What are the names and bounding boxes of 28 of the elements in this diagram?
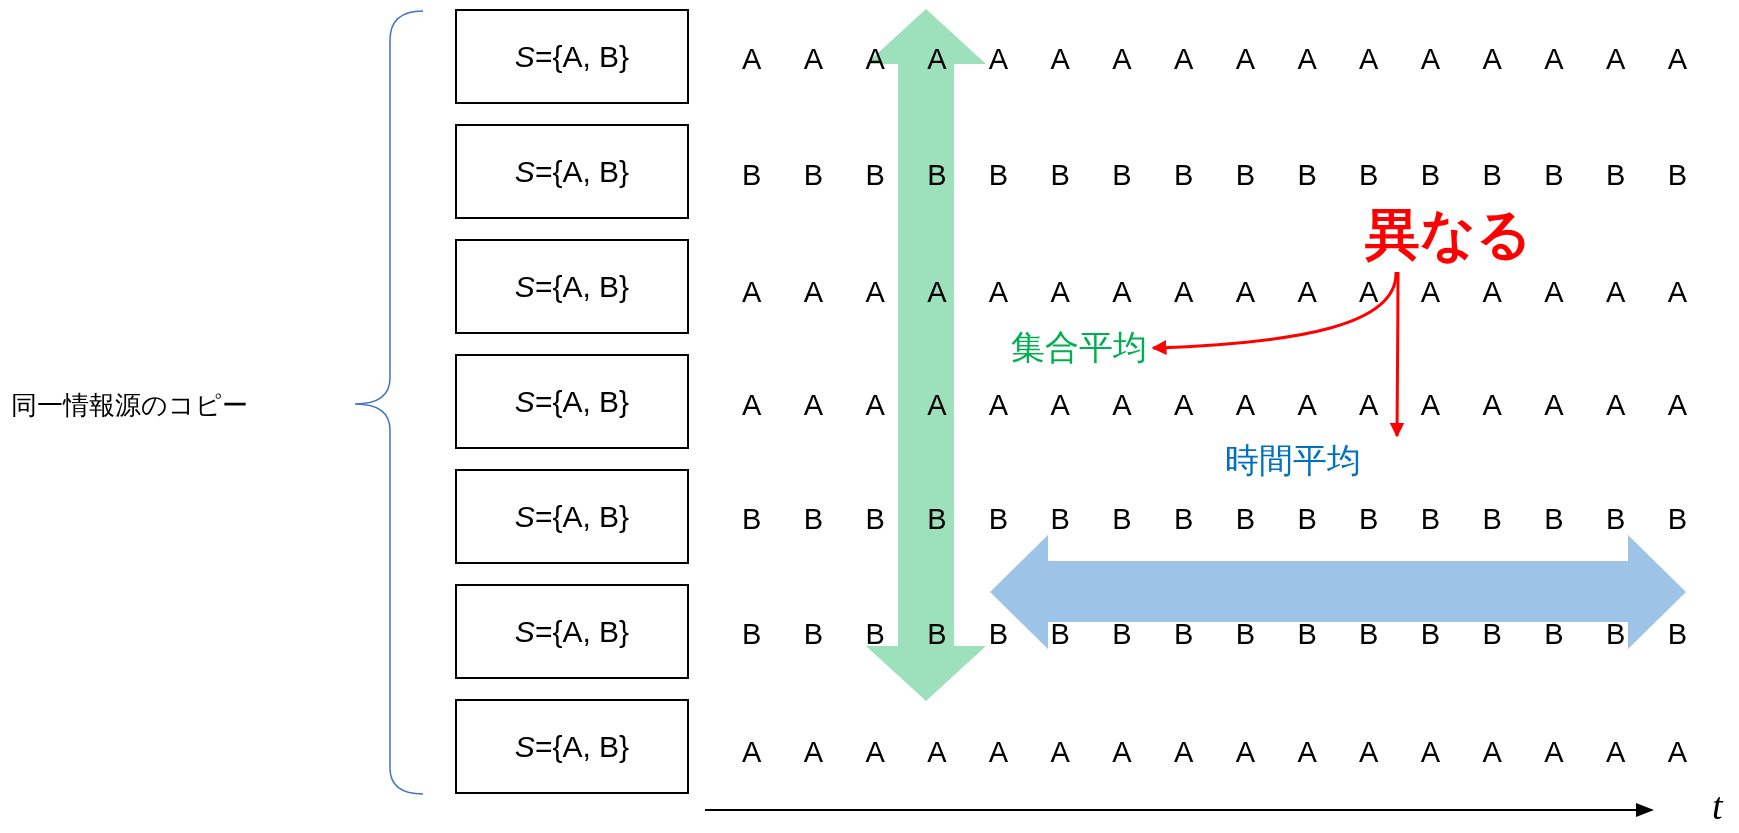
set-box: [455, 239, 689, 334]
set-box: [455, 124, 689, 219]
set-text: S={A, B}: [514, 154, 630, 189]
set-text: S={A, B}: [514, 729, 630, 764]
symbol-sequence: B B B B B B B B B B B B B B B B: [742, 502, 1687, 536]
ensemble-average-label: 集合平均: [1011, 325, 1147, 371]
set-text: S={A, B}: [514, 614, 630, 649]
bracket-label: 同一情報源のコピー: [11, 389, 248, 422]
symbol-sequence: B B B B B B B B B B B B B B B B: [742, 617, 1687, 651]
set-text: S={A, B}: [514, 384, 630, 419]
time-average-label: 時間平均: [1225, 438, 1361, 484]
symbol-sequence: A A A A A A A A A A A A A A A A: [742, 388, 1687, 422]
set-box: [455, 584, 689, 679]
symbol-sequence: A A A A A A A A A A A A A A A A: [742, 275, 1687, 309]
symbol-sequence: B B B B B B B B B B B B B B B B: [742, 158, 1687, 192]
set-box: [455, 9, 689, 104]
symbol-sequence: A A A A A A A A A A A A A A A A: [742, 42, 1687, 76]
set-box: [455, 469, 689, 564]
set-box: [455, 699, 689, 794]
axis-label: t: [1712, 784, 1723, 828]
arrow: [1151, 271, 1398, 355]
callout-text: 異なる: [1365, 198, 1532, 272]
set-text: S={A, B}: [514, 499, 630, 534]
arrow: [1389, 272, 1405, 438]
symbol-sequence: A A A A A A A A A A A A A A A A: [742, 735, 1687, 769]
set-text: S={A, B}: [514, 269, 630, 304]
set-text: S={A, B}: [514, 39, 630, 74]
set-box: [455, 354, 689, 449]
